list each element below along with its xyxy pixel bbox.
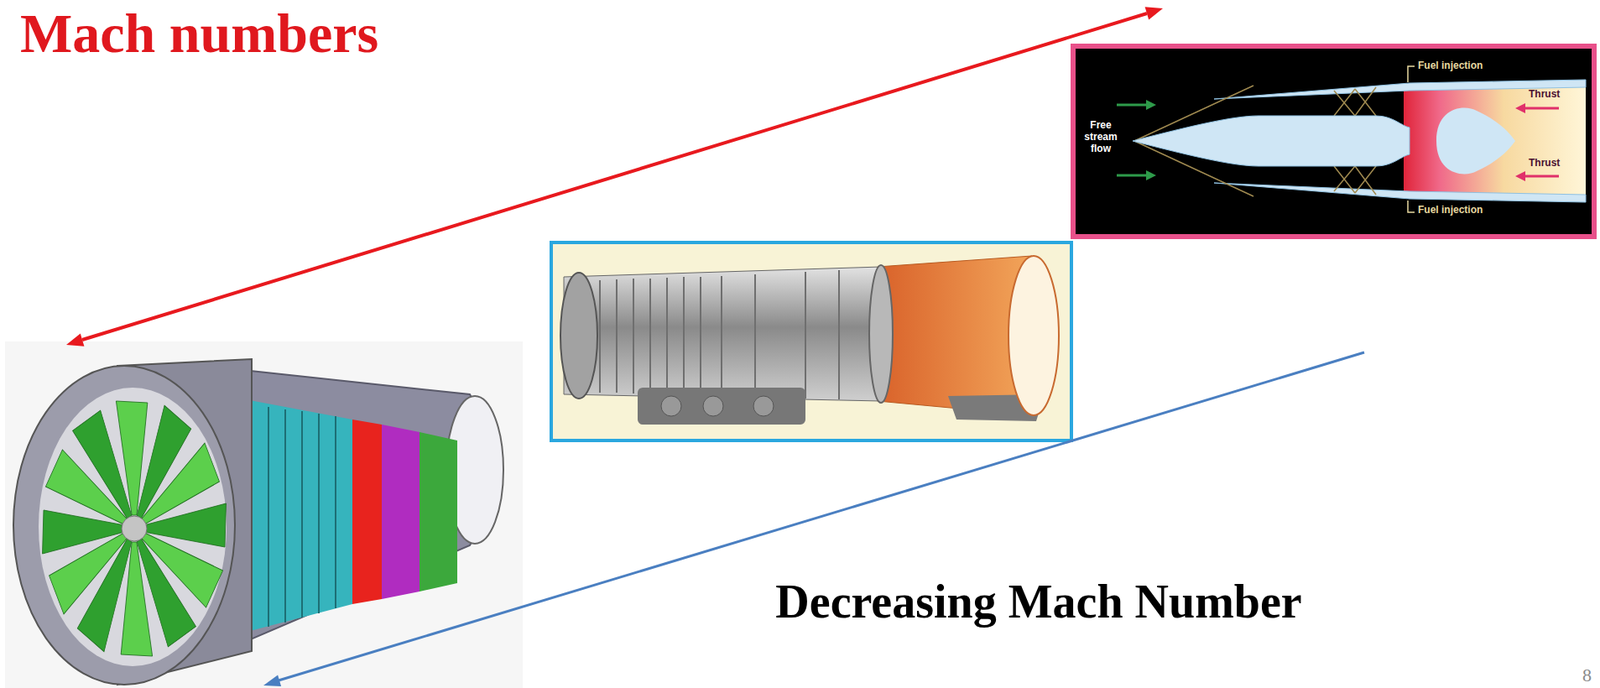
turbine-disc [869,265,893,403]
fuel-brackets [1407,66,1415,213]
flow-label: Free stream flow [1080,119,1121,155]
decreasing-arrow [263,352,1365,687]
picture-frame [551,242,1072,441]
combustor [352,419,382,605]
engine-core [563,266,881,402]
compressor-stages [599,270,840,400]
accessory [661,396,682,417]
fuel-label: Fuel injection [1417,204,1483,217]
turbofan-illustration [5,341,523,688]
turbojet-illustration [551,242,1072,441]
exhaust-plume [1436,108,1516,175]
accessory [753,396,774,417]
axis-caption: Decreasing Mach Number [775,574,1302,629]
ramjet-illustration [1073,46,1595,237]
thrust-label: Thrust [1528,88,1560,101]
lower-cowl [1214,182,1586,203]
inlet-fan [560,272,598,399]
flow-arrows [1116,99,1157,181]
fuel-label: Fuel injection [1417,60,1483,73]
fan-face [38,387,227,667]
slide-title: Mach numbers [20,1,379,66]
thrust-arrows [1515,103,1559,182]
nacelle-lip [13,365,235,685]
high-pressure-turbine [381,424,420,600]
thrust-label: Thrust [1528,157,1560,170]
page-number: 8 [1582,664,1592,686]
fan-blades [42,401,227,657]
center-spike [1132,115,1410,167]
low-pressure-turbine [419,432,458,592]
picture-frame [1073,46,1595,237]
accessory [703,396,724,417]
exhaust-nozzle [1008,255,1059,416]
picture-ground [5,341,523,688]
fan-hub [121,515,147,542]
combustion-zone [1403,83,1586,199]
gearbox [637,387,806,425]
